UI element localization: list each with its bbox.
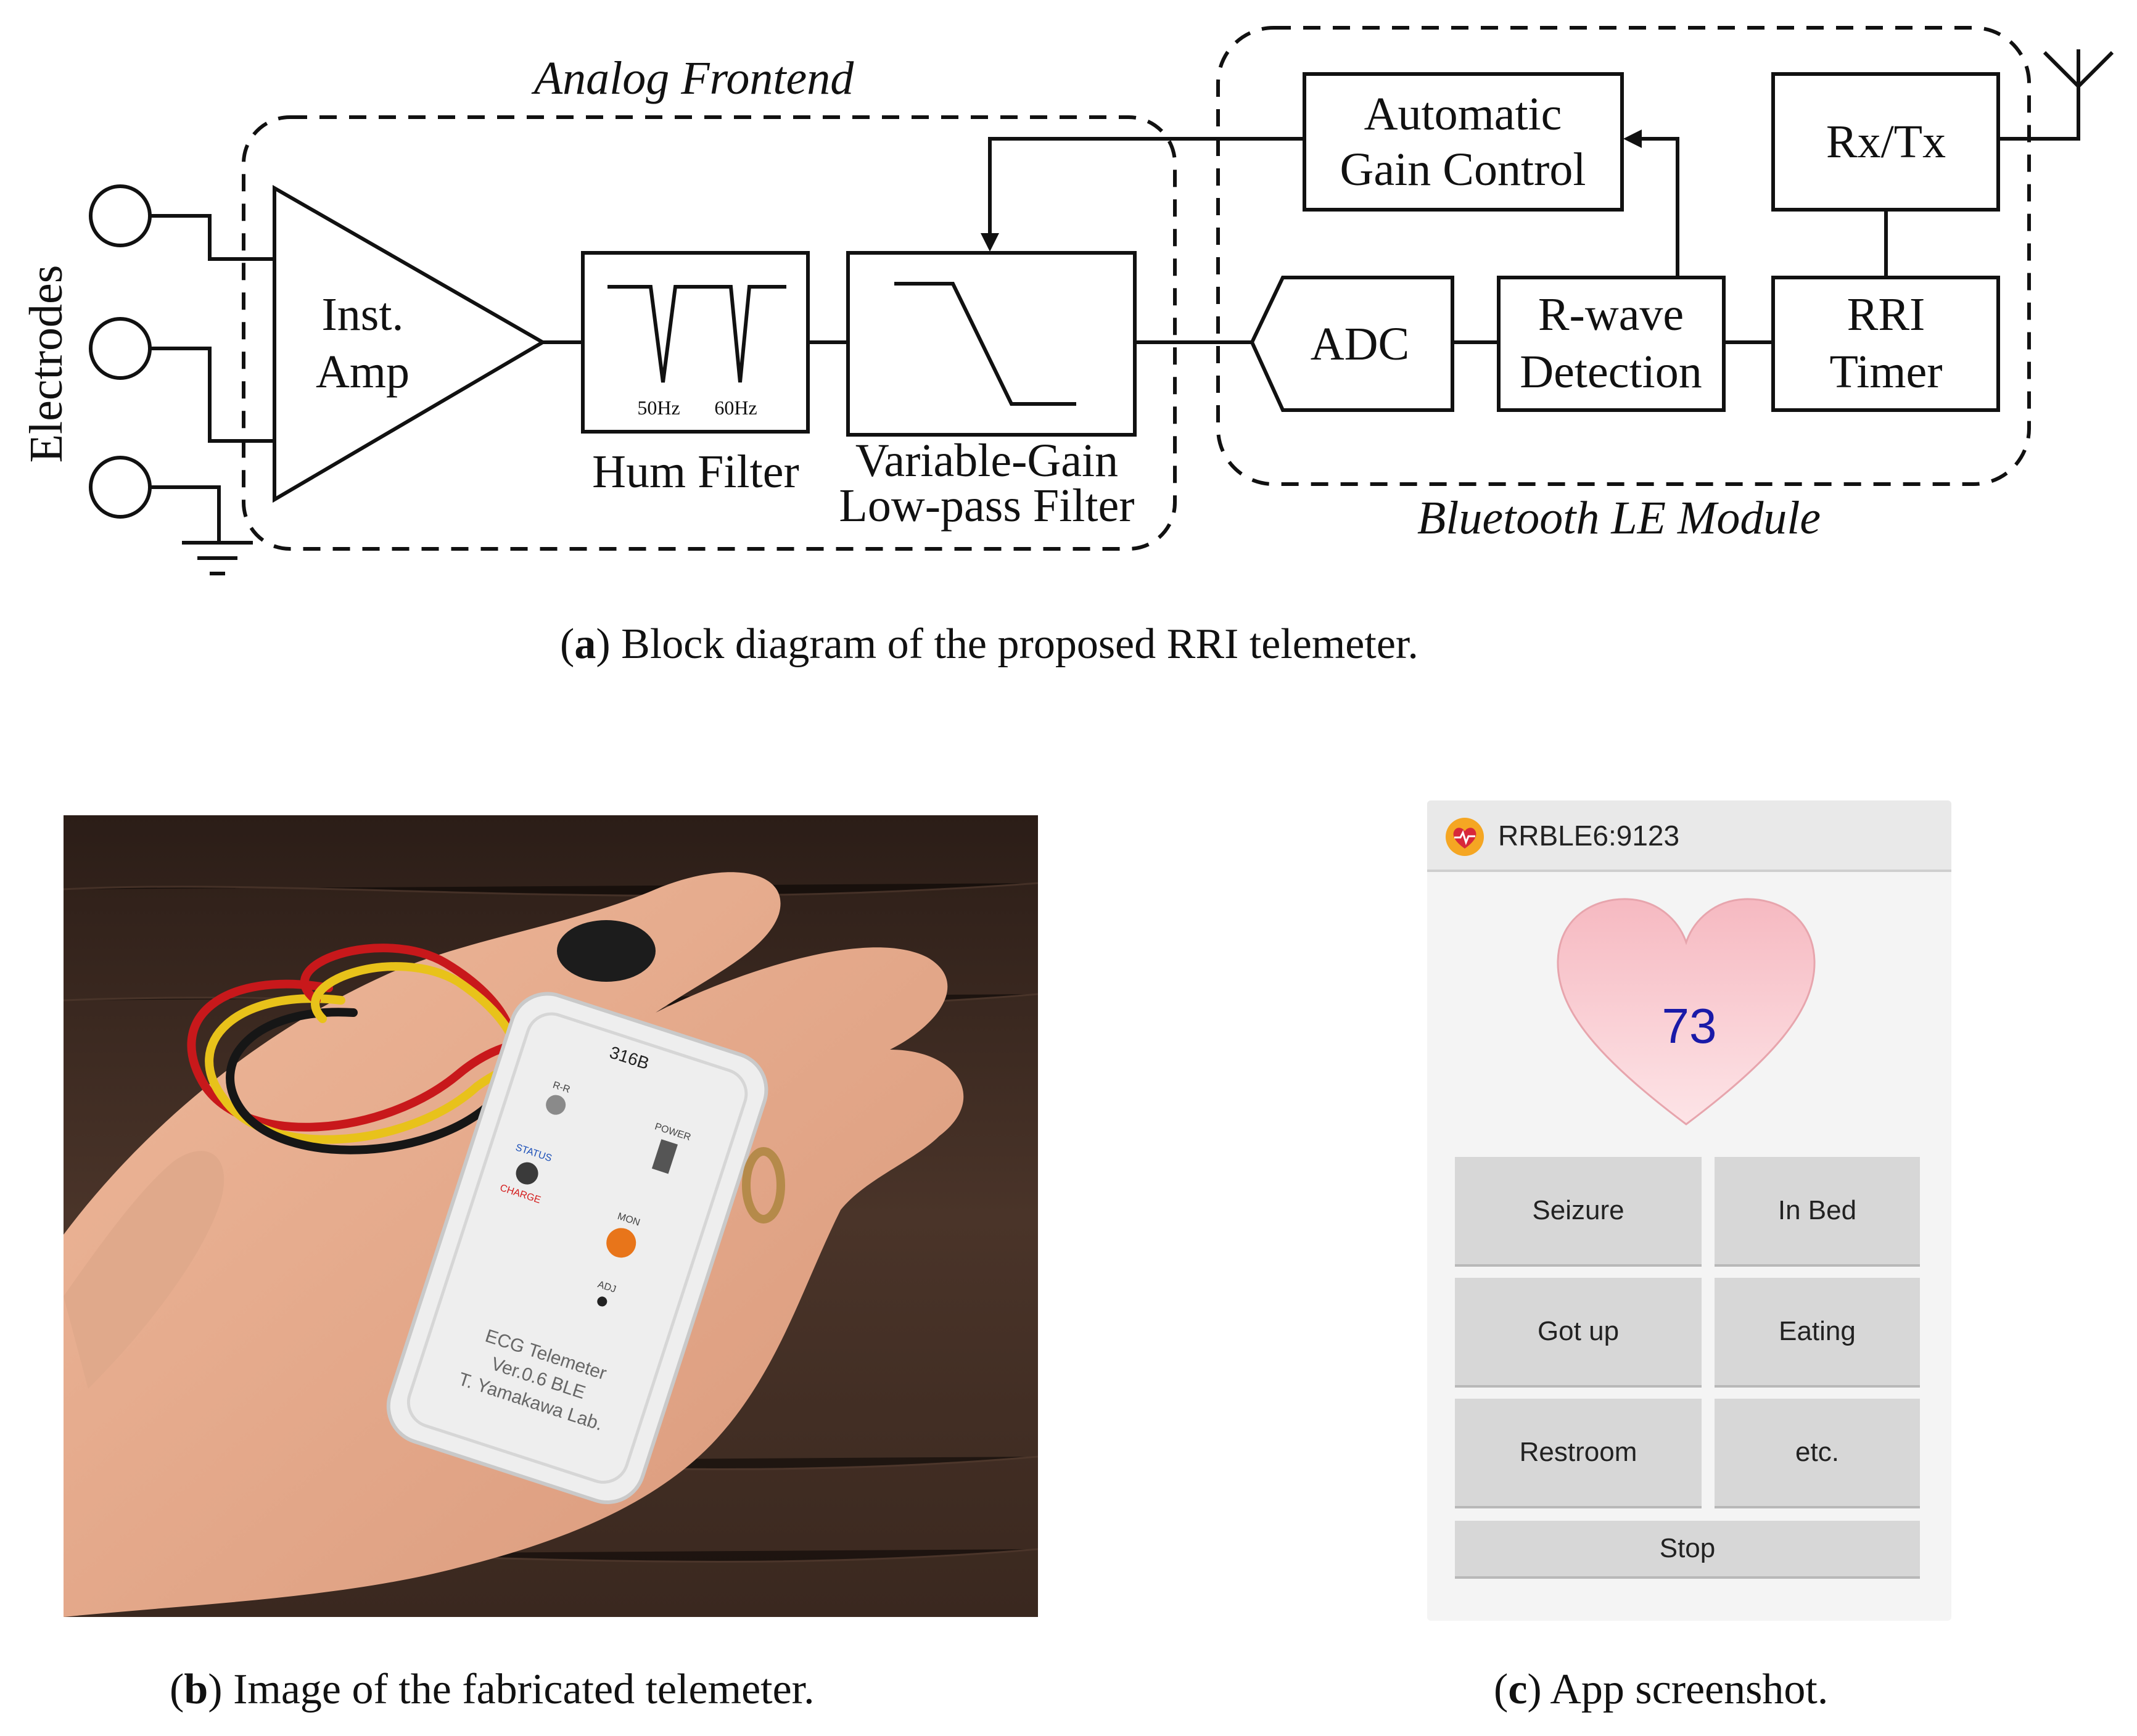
ble-module-group: [1216, 26, 2031, 486]
vg-lpf-label-1: Variable-Gain: [855, 435, 1118, 487]
block-diagram: Analog Frontend Bluetooth LE Module Elec…: [20, 26, 2114, 575]
hum-60hz-label: 60Hz: [714, 397, 757, 419]
etc-button[interactable]: etc.: [1715, 1399, 1920, 1508]
agc-block: [1303, 72, 1624, 212]
restroom-button[interactable]: Restroom: [1455, 1399, 1702, 1508]
hum-50hz-label: 50Hz: [637, 397, 680, 419]
inst-amp-label-1: Inst.: [322, 289, 404, 340]
vg-lpf-block: [846, 251, 1137, 437]
heart-rate-value: 73: [1661, 998, 1717, 1053]
rr-led-icon: [546, 1095, 566, 1115]
analog-frontend-group: [242, 115, 1177, 551]
rri-timer-label-2: Timer: [1829, 346, 1942, 398]
caption-b: (b) Image of the fabricated telemeter.: [170, 1666, 815, 1713]
caption-b-text: Image of the fabricated telemeter.: [222, 1666, 815, 1713]
caption-c: (c) App screenshot.: [1494, 1666, 1829, 1713]
seizure-button[interactable]: Seizure: [1455, 1157, 1702, 1267]
stop-button[interactable]: Stop: [1455, 1521, 1920, 1579]
caption-a: (a) Block diagram of the proposed RRI te…: [560, 620, 1418, 668]
hum-filter-label: Hum Filter: [592, 446, 799, 498]
app-title: RRBLE6:9123: [1498, 820, 1680, 852]
agc-label-2: Gain Control: [1340, 144, 1586, 195]
caption-c-label: c: [1508, 1666, 1528, 1713]
eating-button[interactable]: Eating: [1715, 1278, 1920, 1388]
caption-c-text: App screenshot.: [1541, 1666, 1829, 1713]
hum-filter-block: [581, 251, 810, 434]
inst-amp-label-2: Amp: [316, 346, 410, 398]
rwave-label-2: Detection: [1520, 346, 1702, 398]
antenna-icon: [2043, 49, 2114, 89]
analog-frontend-label: Analog Frontend: [531, 52, 855, 104]
got-up-button[interactable]: Got up: [1455, 1278, 1702, 1388]
app-screenshot: RRBLE6:9123 73 Seizure In Bed Got up Eat…: [1427, 800, 1951, 1621]
inst-amp-block: [273, 184, 546, 503]
caption-a-text: Block diagram of the proposed RRI teleme…: [610, 620, 1418, 668]
app-heart-icon: [1446, 818, 1484, 856]
electrodes-label: Electrodes: [20, 265, 72, 463]
rxtx-label: Rx/Tx: [1826, 116, 1946, 168]
electrode-1-icon: [89, 184, 152, 247]
status-led-icon: [516, 1162, 538, 1185]
electrode-2-icon: [89, 317, 152, 380]
ring: [742, 1147, 785, 1224]
electrode-3-icon: [89, 456, 152, 519]
ble-module-label: Bluetooth LE Module: [1417, 492, 1821, 544]
adj-trimmer-icon: [597, 1296, 607, 1307]
power-switch: [651, 1139, 678, 1174]
heart-rate-heart-icon: [1557, 898, 1816, 1125]
rxtx-block: [1771, 72, 2000, 212]
agc-label-1: Automatic: [1364, 88, 1562, 140]
mon-button-icon: [606, 1228, 636, 1258]
caption-a-label: a: [574, 620, 596, 668]
caption-b-label: b: [184, 1666, 208, 1713]
ground-icon: [182, 541, 253, 575]
rri-timer-label-1: RRI: [1847, 289, 1925, 340]
telemeter-photo: 316B R-R POWER STATUS CHARGE MON ADJ ECG…: [64, 815, 1038, 1617]
telemeter-device: 316B R-R POWER STATUS CHARGE MON ADJ ECG…: [386, 992, 768, 1505]
adc-label: ADC: [1311, 318, 1409, 370]
in-bed-button[interactable]: In Bed: [1715, 1157, 1920, 1267]
vg-lpf-label-2: Low-pass Filter: [839, 480, 1134, 532]
app-bar: RRBLE6:9123: [1427, 800, 1951, 872]
rwave-label-1: R-wave: [1538, 289, 1684, 340]
